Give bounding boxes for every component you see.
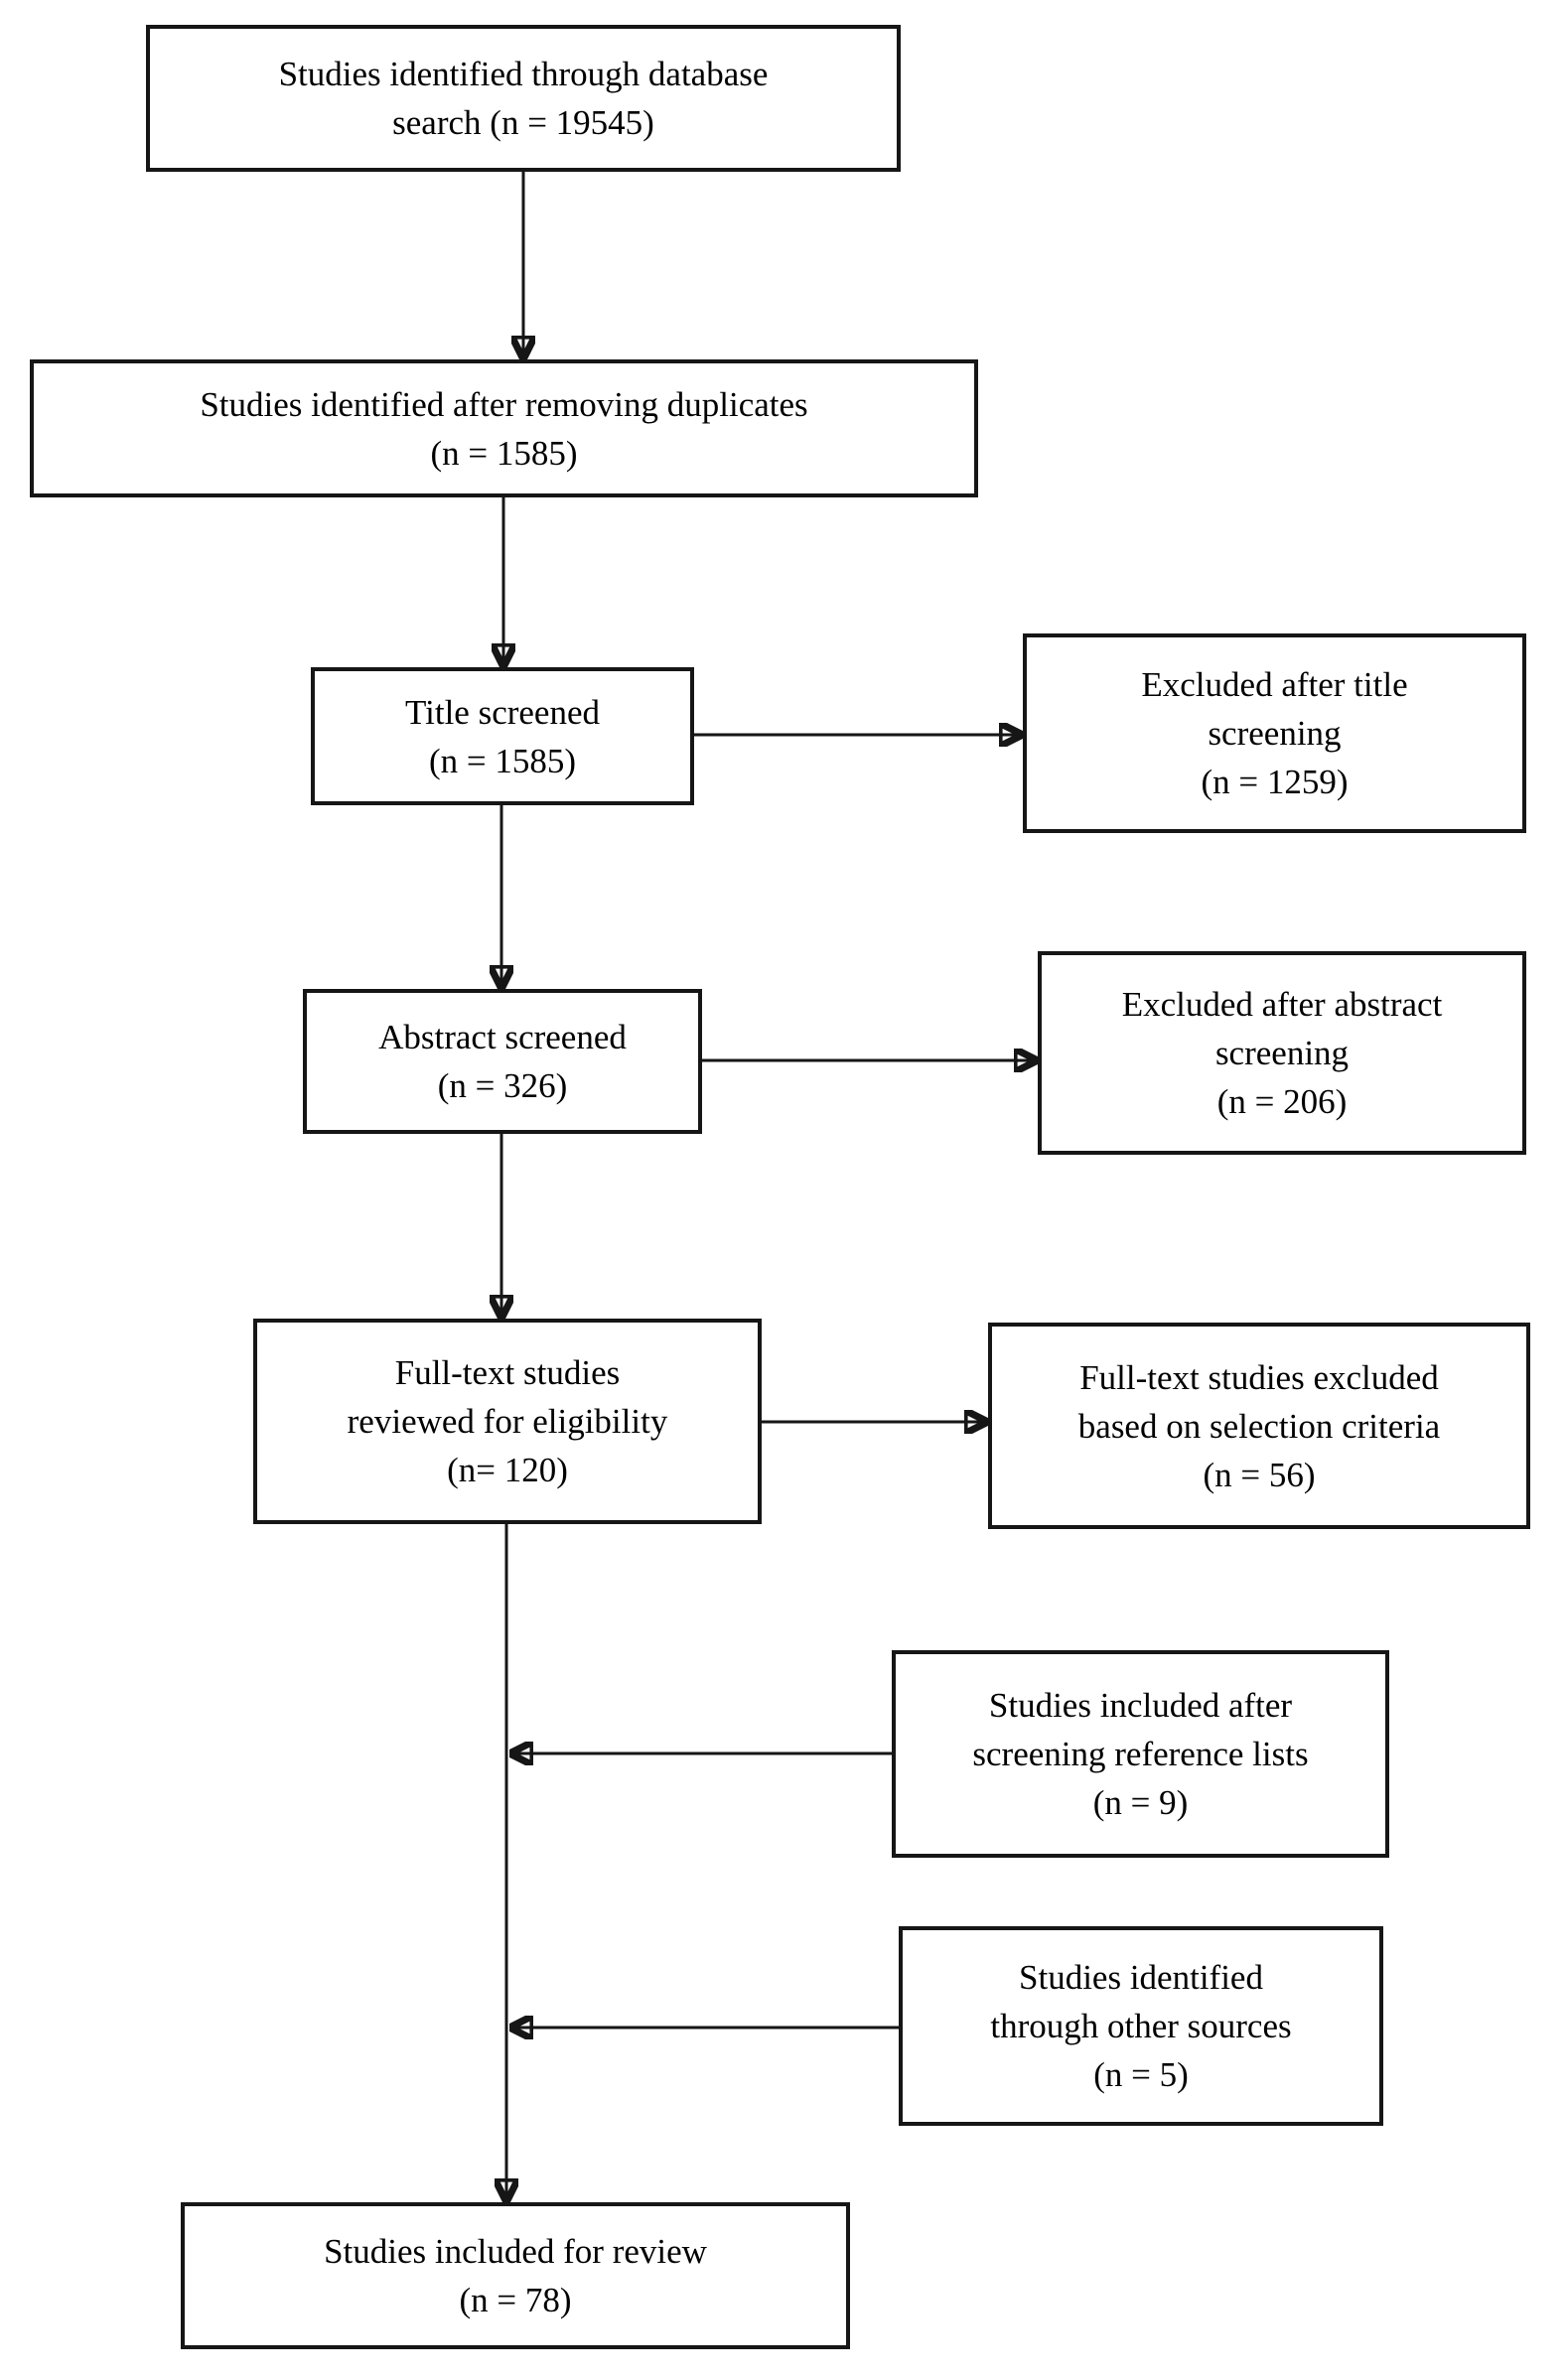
node-abstract-screened-label: Abstract screened (n = 326) <box>378 1018 627 1105</box>
node-reference-lists-included: Studies included after screening referen… <box>892 1650 1389 1858</box>
node-fulltext-excluded-label: Full-text studies excluded based on sele… <box>1077 1357 1441 1494</box>
node-title-screened: Title screened (n = 1585) <box>311 667 694 805</box>
node-included-for-review: Studies included for review (n = 78) <box>181 2202 850 2349</box>
node-excluded-title-screening: Excluded after title screening (n = 1259… <box>1023 633 1526 833</box>
node-database-search: Studies identified through database sear… <box>146 25 901 172</box>
node-fulltext-reviewed: Full-text studies reviewed for eligibili… <box>253 1319 762 1524</box>
node-excluded-abstract-screening-label: Excluded after abstract screening (n = 2… <box>1121 985 1443 1121</box>
node-included-for-review-label: Studies included for review (n = 78) <box>324 2232 707 2319</box>
node-removed-duplicates: Studies identified after removing duplic… <box>30 359 978 497</box>
node-title-screened-label: Title screened (n = 1585) <box>404 692 601 780</box>
node-reference-lists-included-label: Studies included after screening referen… <box>972 1686 1309 1822</box>
node-fulltext-excluded: Full-text studies excluded based on sele… <box>988 1323 1530 1529</box>
node-fulltext-reviewed-label: Full-text studies reviewed for eligibili… <box>347 1353 668 1489</box>
node-other-sources-label: Studies identified through other sources… <box>990 1958 1292 2094</box>
node-database-search-label: Studies identified through database sear… <box>278 55 769 142</box>
node-other-sources: Studies identified through other sources… <box>899 1926 1383 2126</box>
node-excluded-title-screening-label: Excluded after title screening (n = 1259… <box>1141 665 1408 801</box>
node-removed-duplicates-label: Studies identified after removing duplic… <box>200 384 808 473</box>
node-excluded-abstract-screening: Excluded after abstract screening (n = 2… <box>1038 951 1526 1155</box>
node-abstract-screened: Abstract screened (n = 326) <box>303 989 702 1134</box>
